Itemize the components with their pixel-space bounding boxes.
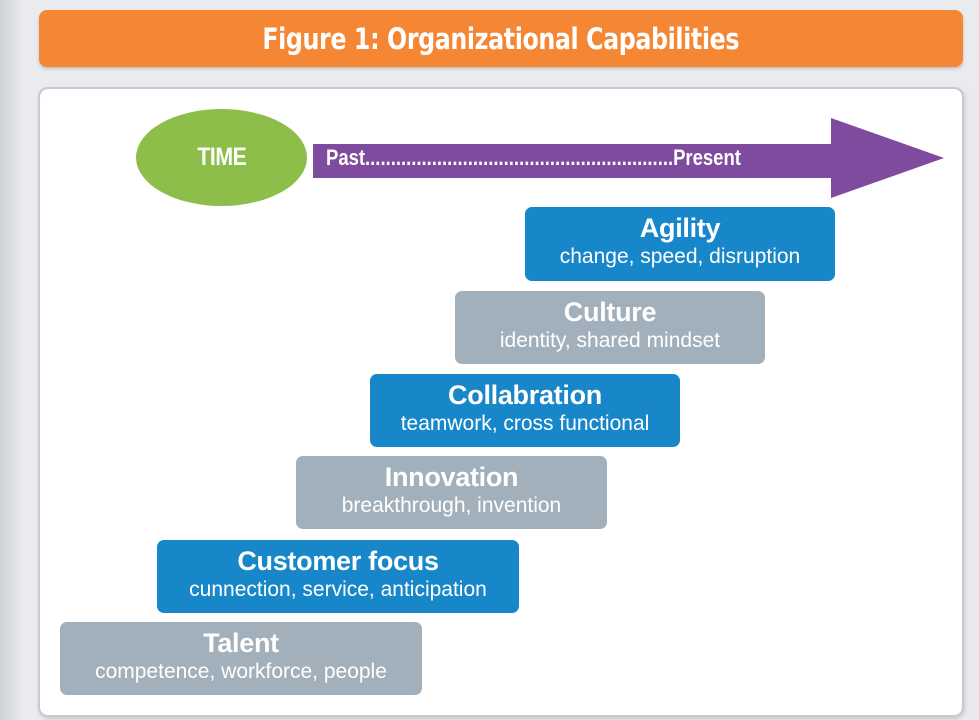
- step-title: Culture: [563, 297, 657, 327]
- step-title: Talent: [203, 628, 279, 658]
- step-title: Customer focus: [237, 546, 439, 576]
- step-title: Collabration: [448, 380, 602, 410]
- step-subtitle: teamwork, cross functional: [400, 412, 650, 435]
- step-subtitle: competence, workforce, people: [95, 660, 387, 683]
- timeline-arrow-shape: [313, 118, 944, 198]
- step-title: Agility: [639, 213, 721, 243]
- step-subtitle: change, speed, disruption: [559, 245, 801, 268]
- timeline-label-wrap: Past....................................…: [326, 142, 826, 174]
- step-subtitle: identity, shared mindset: [499, 329, 721, 352]
- step-subtitle: cunnection, service, anticipation: [189, 578, 487, 601]
- step-agility: Agility change, speed, disruption: [525, 207, 835, 281]
- step-talent: Talent competence, workforce, people: [60, 622, 422, 695]
- timeline-label: Past....................................…: [326, 145, 741, 170]
- step-subtitle: breakthrough, invention: [341, 494, 562, 517]
- step-innovation: Innovation breakthrough, invention: [296, 456, 607, 529]
- step-title: Innovation: [384, 462, 519, 492]
- figure-title: Figure 1: Organizational Capabilities: [262, 21, 740, 56]
- step-culture: Culture identity, shared mindset: [455, 291, 765, 364]
- step-customer-focus: Customer focus cunnection, service, anti…: [157, 540, 519, 613]
- page-edge-shadow: [0, 0, 26, 720]
- time-label: TIME: [196, 143, 247, 171]
- figure-title-banner: Figure 1: Organizational Capabilities: [39, 10, 963, 67]
- step-collabration: Collabration teamwork, cross functional: [370, 374, 680, 447]
- time-ellipse: TIME: [136, 109, 307, 206]
